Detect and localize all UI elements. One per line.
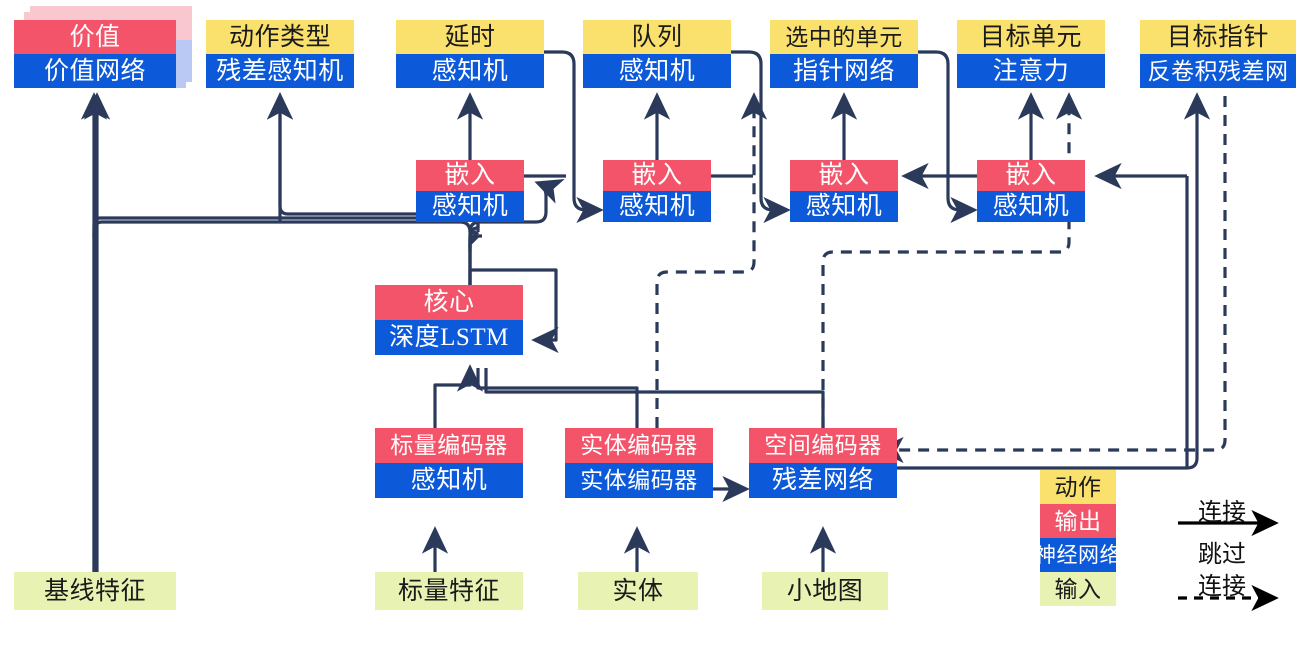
node-embed-1[interactable]: 嵌入 感知机 [416, 160, 524, 222]
node-embed-4[interactable]: 嵌入 感知机 [977, 160, 1085, 222]
wire-core-to-baseline-bus [92, 220, 472, 572]
wire-spatialenc-to-core [484, 368, 825, 428]
node-embed-2-network-band: 感知机 [603, 191, 711, 222]
node-selected-unit-network-band: 指针网络 [770, 54, 918, 88]
node-selected-unit-action-band: 选中的单元 [770, 20, 918, 54]
node-entity-encoder-output-band: 实体编码器 [565, 428, 713, 463]
node-action-type[interactable]: 动作类型 残差感知机 [206, 20, 354, 88]
node-target-point-action-band: 目标指针 [1140, 20, 1296, 54]
node-target-unit[interactable]: 目标单元 注意力 [957, 20, 1105, 88]
node-embed-1-output-band: 嵌入 [416, 160, 524, 191]
node-value-network-band: 价值网络 [14, 54, 176, 88]
node-entity-encoder-network-band: 实体编码器 [565, 463, 713, 498]
node-queue-action-band: 队列 [583, 20, 731, 54]
node-core-output-band: 核心 [375, 285, 523, 320]
node-delay[interactable]: 延时 感知机 [396, 20, 544, 88]
node-delay-network-band: 感知机 [396, 54, 544, 88]
node-value[interactable]: 价值 价值网络 [14, 20, 176, 88]
wire-queue-to-embed3 [727, 50, 791, 224]
node-spatial-encoder-network-band: 残差网络 [749, 463, 897, 498]
wire-bus-to-embed4-right [1092, 180, 1117, 468]
legend-connection-label: 连接 [1198, 500, 1246, 526]
input-minimap[interactable]: 小地图 [762, 572, 888, 610]
node-embed-2[interactable]: 嵌入 感知机 [603, 160, 711, 222]
node-target-point-network-band: 反卷积残差网 [1140, 54, 1296, 88]
node-queue-network-band: 感知机 [583, 54, 731, 88]
node-spatial-encoder[interactable]: 空间编码器 残差网络 [749, 428, 897, 498]
node-target-point[interactable]: 目标指针 反卷积残差网 [1140, 20, 1296, 88]
input-baseline-features[interactable]: 基线特征 [14, 572, 176, 610]
node-selected-unit[interactable]: 选中的单元 指针网络 [770, 20, 918, 88]
node-scalar-encoder[interactable]: 标量编码器 感知机 [375, 428, 523, 498]
skip-spatialenc-to-targetunit [821, 92, 1083, 428]
node-core-network-band: 深度LSTM [375, 320, 523, 355]
input-scalar-features[interactable]: 标量特征 [375, 572, 523, 610]
wire-scalarenc-to-core [433, 364, 484, 428]
input-entities[interactable]: 实体 [578, 572, 698, 610]
legend-output-band: 输出 [1040, 504, 1116, 538]
wire-delay-to-embed2 [540, 50, 604, 224]
legend-skip-label-line2: 连接 [1198, 574, 1246, 600]
legend-skip-label-line1: 跳过 [1198, 542, 1246, 568]
node-embed-3-network-band: 感知机 [790, 191, 898, 222]
node-embed-3[interactable]: 嵌入 感知机 [790, 160, 898, 222]
skip-entityenc-to-selectedunit [655, 92, 768, 428]
legend-action-band: 动作 [1040, 470, 1116, 504]
node-action-type-action-band: 动作类型 [206, 20, 354, 54]
skip-to-targetpoint [876, 96, 1227, 464]
wire-core-to-left-bus [92, 216, 480, 572]
node-entity-encoder[interactable]: 实体编码器 实体编码器 [565, 428, 713, 498]
node-target-unit-action-band: 目标单元 [957, 20, 1105, 54]
legend-color-key: 动作 输出 神经网络 输入 [1035, 470, 1121, 606]
node-value-output-band: 价值 [14, 20, 176, 54]
wire-core-elbow [478, 228, 486, 256]
wire-core-to-embed1-main [468, 179, 565, 285]
node-embed-3-output-band: 嵌入 [790, 160, 898, 191]
node-core[interactable]: 核心 深度LSTM [375, 285, 523, 355]
node-queue[interactable]: 队列 感知机 [583, 20, 731, 88]
node-action-type-network-band: 残差感知机 [206, 54, 354, 88]
legend-network-band: 神经网络 [1035, 538, 1121, 572]
node-delay-action-band: 延时 [396, 20, 544, 54]
node-scalar-encoder-network-band: 感知机 [375, 463, 523, 498]
node-scalar-encoder-output-band: 标量编码器 [375, 428, 523, 463]
node-embed-1-network-band: 感知机 [416, 191, 524, 222]
wire-selectedunit-to-embed4 [914, 50, 978, 224]
legend-input-band: 输入 [1040, 572, 1116, 606]
wire-embed1-to-embed2 [524, 183, 600, 210]
node-embed-4-network-band: 感知机 [977, 191, 1085, 222]
node-spatial-encoder-output-band: 空间编码器 [749, 428, 897, 463]
node-embed-4-output-band: 嵌入 [977, 160, 1085, 191]
wire-entityenc-to-core [476, 368, 639, 428]
node-embed-2-output-band: 嵌入 [603, 160, 711, 191]
node-target-unit-network-band: 注意力 [957, 54, 1105, 88]
